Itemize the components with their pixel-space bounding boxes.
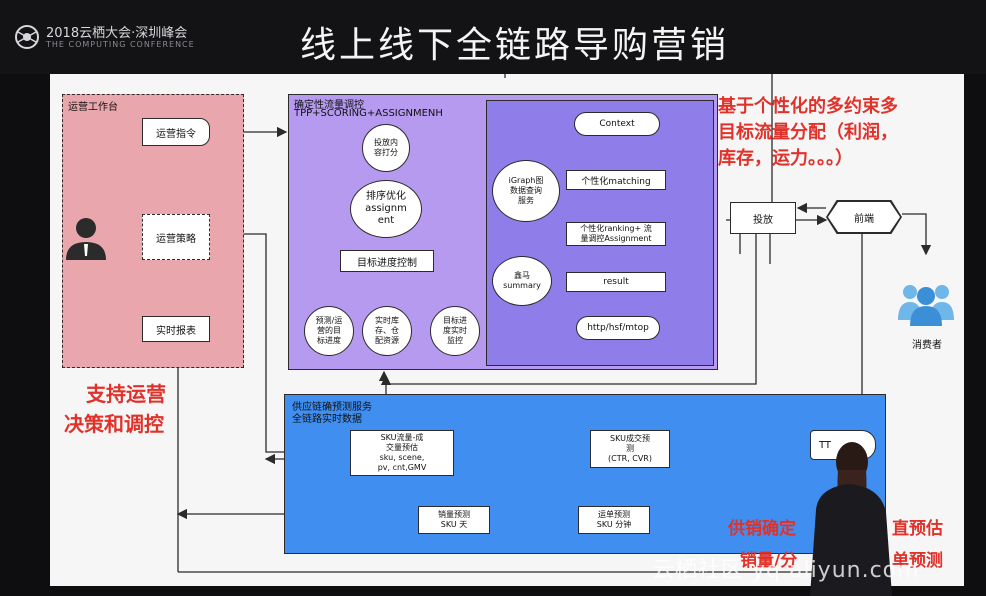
frontend-box: 前端 <box>828 202 900 232</box>
personal-matching-box: 个性化matching <box>566 170 666 190</box>
conference-header <box>0 0 986 74</box>
allocation-annotation-line3: 库存，运力。。。） <box>718 148 853 169</box>
supply-caption-line2: 销量/分 <box>740 551 798 571</box>
ops-panel-title: 运营工作台 <box>68 102 118 113</box>
ops-strategy-box: 运营策略 <box>142 214 210 260</box>
sku-deal-box: SKU成交预 测 (CTR, CVR) <box>590 430 670 468</box>
slide-canvas: 运营工作台 运营指令 运营策略 实时报表 支持运营 决策和调控 确定性流量调控 … <box>50 74 964 586</box>
order-forecast-box: 运单预测 SKU 分钟 <box>578 506 650 534</box>
realtime-inventory-node: 实时库 存、仓 配资源 <box>362 306 412 356</box>
allocation-annotation-line2: 目标流量分配（利润， <box>718 122 898 143</box>
presenter-silhouette <box>810 442 892 596</box>
ops-caption-line2: 决策和调控 <box>64 412 164 436</box>
http-endpoint-node: http/hsf/mtop <box>576 316 660 340</box>
realtime-report-box: 实时报表 <box>142 316 210 342</box>
igraph-service-node: iGraph图 数据查询 服务 <box>492 160 560 222</box>
operator-avatar-icon <box>66 218 106 260</box>
personal-ranking-box: 个性化ranking+ 流 量调控Assignment <box>566 222 666 246</box>
conference-logo-icon <box>15 25 39 49</box>
conference-title: 2018云栖大会·深圳峰会 <box>46 26 188 41</box>
consumer-group-icon <box>898 285 954 326</box>
supply-caption-line2-end: 单预测 <box>892 551 943 571</box>
supply-panel-title-line2: 全链路实时数据 <box>292 414 362 425</box>
target-realtime-node: 目标进 度实时 监控 <box>430 306 480 356</box>
delivery-score-node: 投放内 容打分 <box>362 124 410 172</box>
consumer-label: 消费者 <box>912 340 942 351</box>
supply-panel-title-line1: 供应链确预测服务 <box>292 402 372 413</box>
allocation-annotation-line1: 基于个性化的多约束多 <box>718 96 898 117</box>
conference-subtitle: THE COMPUTING CONFERENCE <box>46 40 195 49</box>
context-node: Context <box>574 112 660 136</box>
sales-forecast-box: 销量预测 SKU 天 <box>418 506 490 534</box>
rank-optimize-node: 排序优化 assignm ent <box>350 180 422 238</box>
slide-title: 线上线下全链路导购营销 <box>300 25 730 66</box>
deliver-box: 投放 <box>730 202 796 234</box>
ops-caption-line1: 支持运营 <box>86 382 166 406</box>
forecast-target-node: 预测/运 营的目 标进度 <box>304 306 354 356</box>
target-control-box: 目标进度控制 <box>340 250 434 272</box>
summary-node: 鑫马 summary <box>492 256 552 306</box>
site-watermark: 云栖社区 yq.aliyun.com <box>652 558 920 583</box>
supply-caption-line1-end: 直预估 <box>892 519 943 539</box>
ops-command-box: 运营指令 <box>142 118 210 146</box>
traffic-panel-title-line1: 确定性流量调控 <box>294 100 364 111</box>
sku-traffic-box: SKU流量-成 交量预估 sku, scene, pv, cnt,GMV <box>350 430 454 476</box>
supply-caption-line1: 供销确定 <box>728 519 796 539</box>
result-box: result <box>566 272 666 292</box>
traffic-panel-title-line2: TPP+SCORING+ASSIGNMENH <box>294 108 443 119</box>
